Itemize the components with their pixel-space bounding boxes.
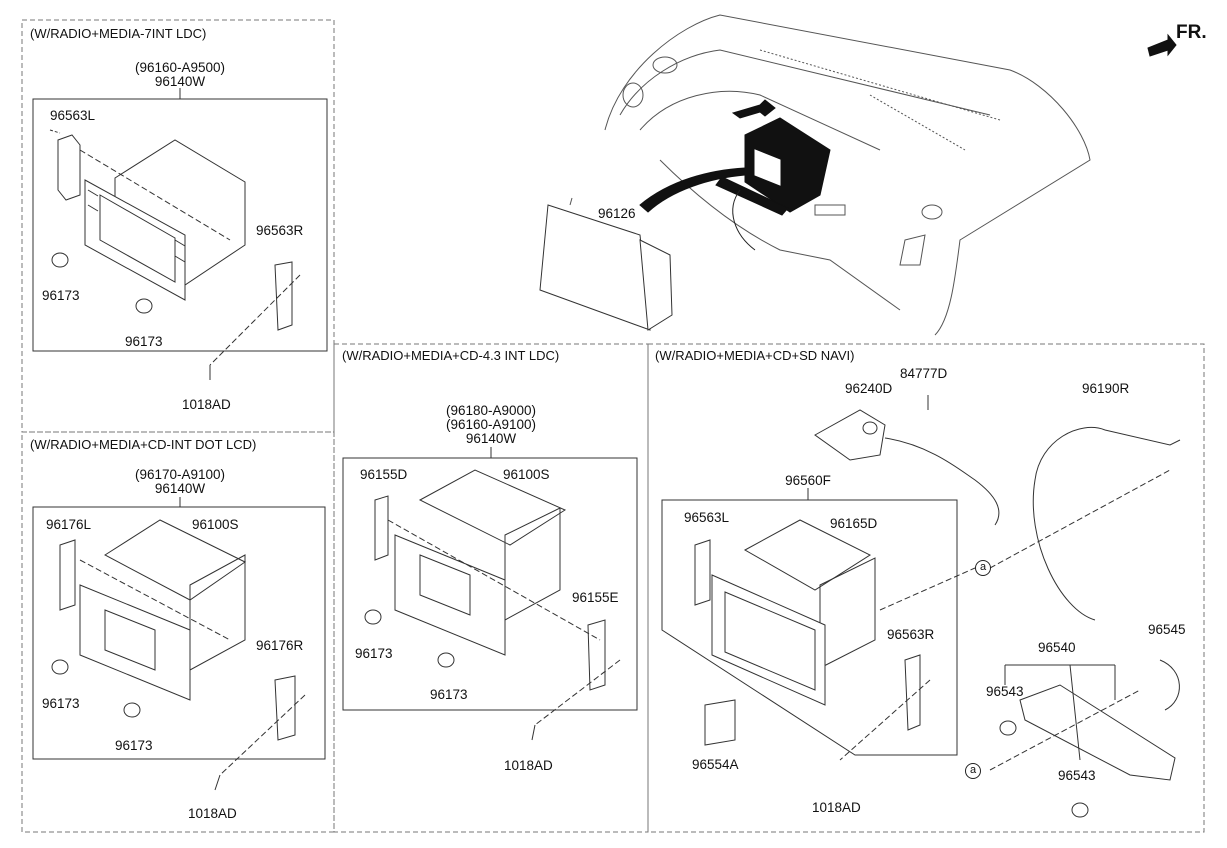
section2-drawing [32, 497, 326, 791]
s1-screw-label[interactable]: 1018AD [182, 397, 231, 412]
dashboard-drawing [539, 14, 1091, 336]
section2-title: (W/RADIO+MEDIA+CD-INT DOT LCD) [30, 437, 257, 452]
s1-knob-label-b[interactable]: 96173 [125, 334, 163, 349]
s2-knob-label-b[interactable]: 96173 [115, 738, 153, 753]
s4-switch-label[interactable]: 96540 [1038, 640, 1076, 655]
section2-assy[interactable]: 96140W [154, 481, 206, 496]
section-borders [21, 19, 1205, 833]
section3-code1[interactable]: (96180-A9000) [445, 403, 537, 418]
s3-screw-label[interactable]: 1018AD [504, 758, 553, 773]
s1-bracket-left-label[interactable]: 96563L [50, 108, 96, 123]
s4-cable-label[interactable]: 96190R [1082, 381, 1130, 396]
section1-drawing [32, 88, 328, 380]
callout-a-upper: a [975, 560, 991, 576]
s1-bracket-right-label[interactable]: 96563R [256, 223, 304, 238]
section4-title: (W/RADIO+MEDIA+CD+SD NAVI) [655, 348, 855, 363]
s4-antenna-label[interactable]: 96240D [845, 381, 893, 396]
s1-knob-label-a[interactable]: 96173 [42, 288, 80, 303]
s4-knob-label-a[interactable]: 96543 [986, 684, 1024, 699]
section3-code2[interactable]: (96160-A9100) [445, 417, 537, 432]
s4-screw-label[interactable]: 1018AD [812, 800, 861, 815]
section2-code[interactable]: (96170-A9100) [134, 467, 226, 482]
s4-unit-label[interactable]: 96165D [830, 516, 878, 531]
section3-title: (W/RADIO+MEDIA+CD-4.3 INT LDC) [342, 348, 560, 363]
s2-screw-label[interactable]: 1018AD [188, 806, 237, 821]
s2-bracket-left-label[interactable]: 96176L [46, 517, 92, 532]
bezel-label[interactable]: 96126 [598, 206, 636, 221]
front-direction-label: FR. [1176, 22, 1207, 43]
s4-connector-label[interactable]: 96545 [1148, 622, 1186, 637]
s3-bracket-right-label[interactable]: 96155E [572, 590, 619, 605]
section1-code[interactable]: (96160-A9500) [134, 60, 226, 75]
s3-knob-label-b[interactable]: 96173 [430, 687, 468, 702]
s4-knob-label-b[interactable]: 96543 [1058, 768, 1096, 783]
section1-title: (W/RADIO+MEDIA-7INT LDC) [30, 26, 207, 41]
section4-assy[interactable]: 96560F [785, 473, 831, 488]
section3-drawing [342, 447, 638, 741]
section3-assy[interactable]: 96140W [465, 431, 517, 446]
s4-bolt-label[interactable]: 84777D [900, 366, 948, 381]
s4-sd-card-label[interactable]: 96554A [692, 757, 739, 772]
s4-bracket-left-label[interactable]: 96563L [684, 510, 730, 525]
callout-a-lower: a [965, 763, 981, 779]
s3-bracket-left-label[interactable]: 96155D [360, 467, 408, 482]
front-arrow-icon [1147, 33, 1177, 57]
s4-bracket-right-label[interactable]: 96563R [887, 627, 935, 642]
s3-knob-label-a[interactable]: 96173 [355, 646, 393, 661]
section1-assy[interactable]: 96140W [154, 74, 206, 89]
s2-cover-label[interactable]: 96100S [192, 517, 239, 532]
s2-knob-label-a[interactable]: 96173 [42, 696, 80, 711]
s3-cover-label[interactable]: 96100S [503, 467, 550, 482]
s2-bracket-right-label[interactable]: 96176R [256, 638, 304, 653]
section4-drawing [661, 395, 1181, 818]
